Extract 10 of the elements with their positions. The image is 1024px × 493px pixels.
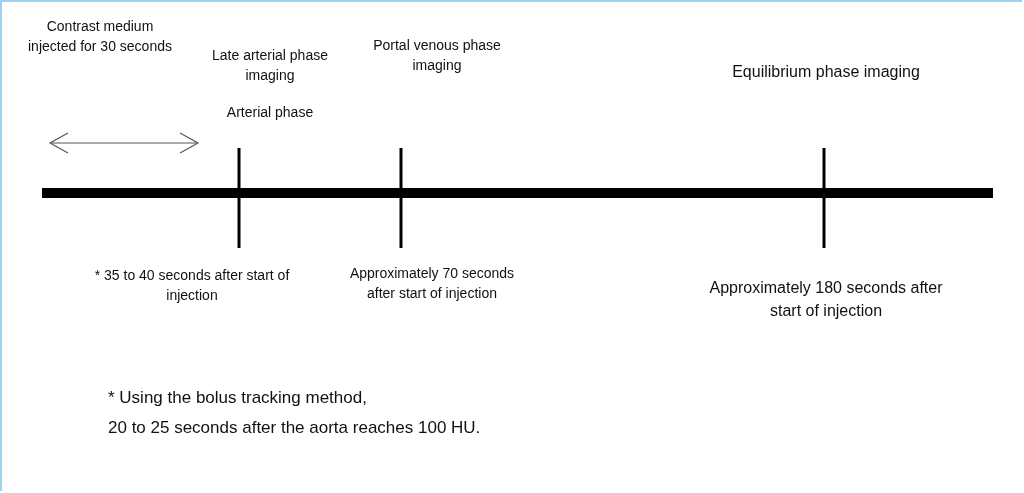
phase-label: Late arterial phase imaging bbox=[211, 46, 329, 86]
time-label: * 35 to 40 seconds after start of injection bbox=[93, 266, 291, 306]
note-text: 20 to 25 seconds after the aorta reaches 100 HU. bbox=[108, 418, 482, 439]
phase-label: Arterial phase bbox=[225, 103, 315, 122]
phase-label: Equilibrium phase imaging bbox=[731, 62, 921, 82]
phase-label: Portal venous phase imaging bbox=[372, 36, 502, 76]
note-text: * Using the bolus tracking method, bbox=[108, 388, 368, 409]
time-label: Approximately 70 seconds after start of injection bbox=[348, 264, 516, 304]
time-label: Approximately 180 seconds after start of injection bbox=[708, 278, 944, 322]
phase-label: Contrast medium injected for 30 seconds bbox=[27, 17, 173, 57]
